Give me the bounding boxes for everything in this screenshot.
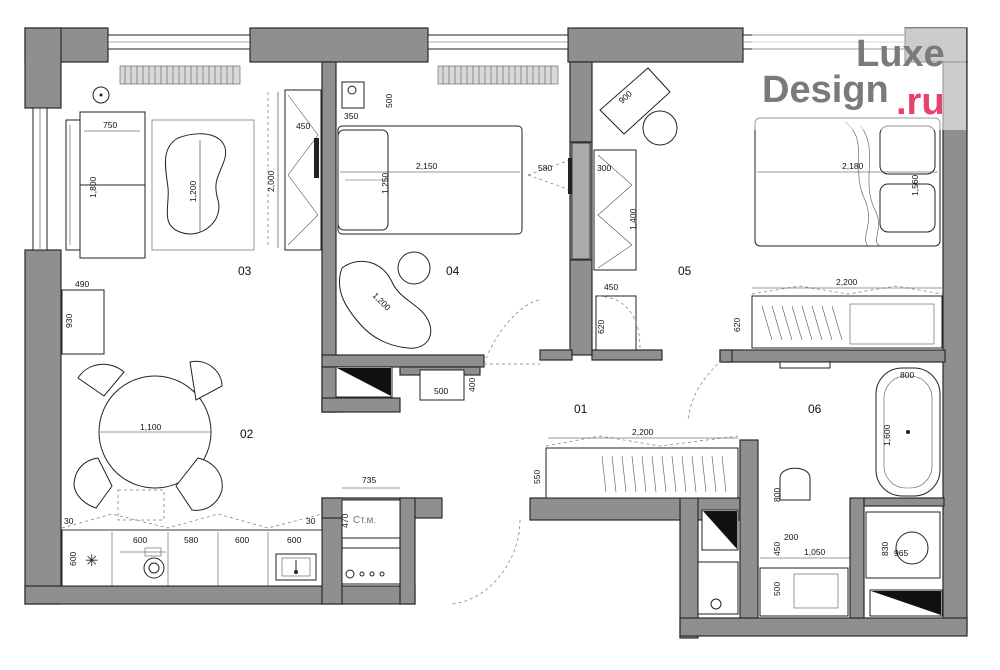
dim-toilet-gap: 200 — [784, 532, 798, 542]
dim-bathtub-length: 1,600 — [882, 424, 892, 446]
dim-cabinet-width: 500 — [434, 386, 448, 396]
kitchen: ✳ — [61, 369, 465, 587]
living-room-furniture — [61, 65, 322, 355]
dim-tv-depth: 450 — [296, 121, 310, 131]
dim-console-length: 930 — [64, 314, 74, 328]
dim-sofa-width: 750 — [103, 120, 117, 130]
corridor-bathroom — [451, 295, 941, 617]
dim-wardrobe-05-height: 1,400 — [628, 208, 638, 230]
dim-dining-table: 1,100 — [140, 422, 162, 432]
room-label-04: 04 — [446, 264, 460, 278]
dim-wm-width: 735 — [362, 475, 376, 485]
washing-machine-label: Ст.м. — [353, 515, 376, 526]
dim-desk-04: 350 — [344, 111, 358, 121]
bedroom-05 — [593, 67, 943, 351]
dim-vanity-depth: 500 — [772, 582, 782, 596]
dining-furniture — [73, 360, 223, 521]
svg-text:✳: ✳ — [85, 551, 98, 570]
walls — [24, 27, 968, 639]
dim-bed-05-width: 1,560 — [910, 174, 920, 196]
dim-bed-04-width: 1,250 — [380, 172, 390, 194]
dim-wm-depth: 470 — [340, 514, 350, 528]
dim-closet-05: 2,200 — [836, 277, 858, 287]
bedroom-04 — [337, 65, 591, 349]
dim-closet-hall-depth: 550 — [532, 470, 542, 484]
room-labels: 01 02 03 04 05 06 Ст.м. — [238, 264, 822, 526]
dim-tv-04: 580 — [538, 163, 552, 173]
dim-kitchen-m2: 580 — [184, 535, 198, 545]
dimensions: 750 1,800 1,200 2,000 450 490 930 1,100 … — [64, 88, 942, 596]
dim-cabinet-depth: 400 — [467, 378, 477, 392]
dim-cabinet-05-depth: 620 — [596, 320, 606, 334]
dim-kitchen-depth: 600 — [68, 552, 78, 566]
dim-kitchen-gap-left: 30 — [64, 516, 74, 526]
dim-console-width: 490 — [75, 279, 89, 289]
dim-kitchen-m4: 600 — [287, 535, 301, 545]
logo-suffix: .ru — [896, 81, 945, 123]
room-label-02: 02 — [240, 427, 254, 441]
dim-table-living: 1,200 — [188, 180, 198, 202]
dim-bed-04-length: 2,150 — [416, 161, 438, 171]
dim-bathtub-width: 800 — [900, 370, 914, 380]
room-label-01: 01 — [574, 402, 588, 416]
dim-desk-04-depth: 500 — [384, 94, 394, 108]
dim-bed-05-length: 2,180 — [842, 161, 864, 171]
room-label-03: 03 — [238, 264, 252, 278]
dim-kitchen-m1: 600 — [133, 535, 147, 545]
dim-tv-wall: 2,000 — [266, 170, 276, 192]
brand-logo: Luxe Design .ru — [752, 28, 966, 130]
room-label-05: 05 — [678, 264, 692, 278]
dim-toilet: 800 — [772, 488, 782, 502]
logo-line1: Luxe — [856, 33, 945, 75]
dim-kitchen-gap-right: 30 — [306, 516, 316, 526]
dim-bath-wall: 450 — [772, 542, 782, 556]
logo-line2: Design — [762, 69, 889, 111]
dim-kitchen-m3: 600 — [235, 535, 249, 545]
dim-basin-width: 965 — [894, 548, 908, 558]
dim-basin-depth: 830 — [880, 542, 890, 556]
dim-cabinet-05: 450 — [604, 282, 618, 292]
dim-closet-05-depth: 620 — [732, 318, 742, 332]
dim-wardrobe-05: 300 — [597, 163, 611, 173]
dim-sofa-length: 1,800 — [88, 176, 98, 198]
dim-closet-hall: 2,200 — [632, 427, 654, 437]
room-label-06: 06 — [808, 402, 822, 416]
dim-vanity: 1,050 — [804, 547, 826, 557]
